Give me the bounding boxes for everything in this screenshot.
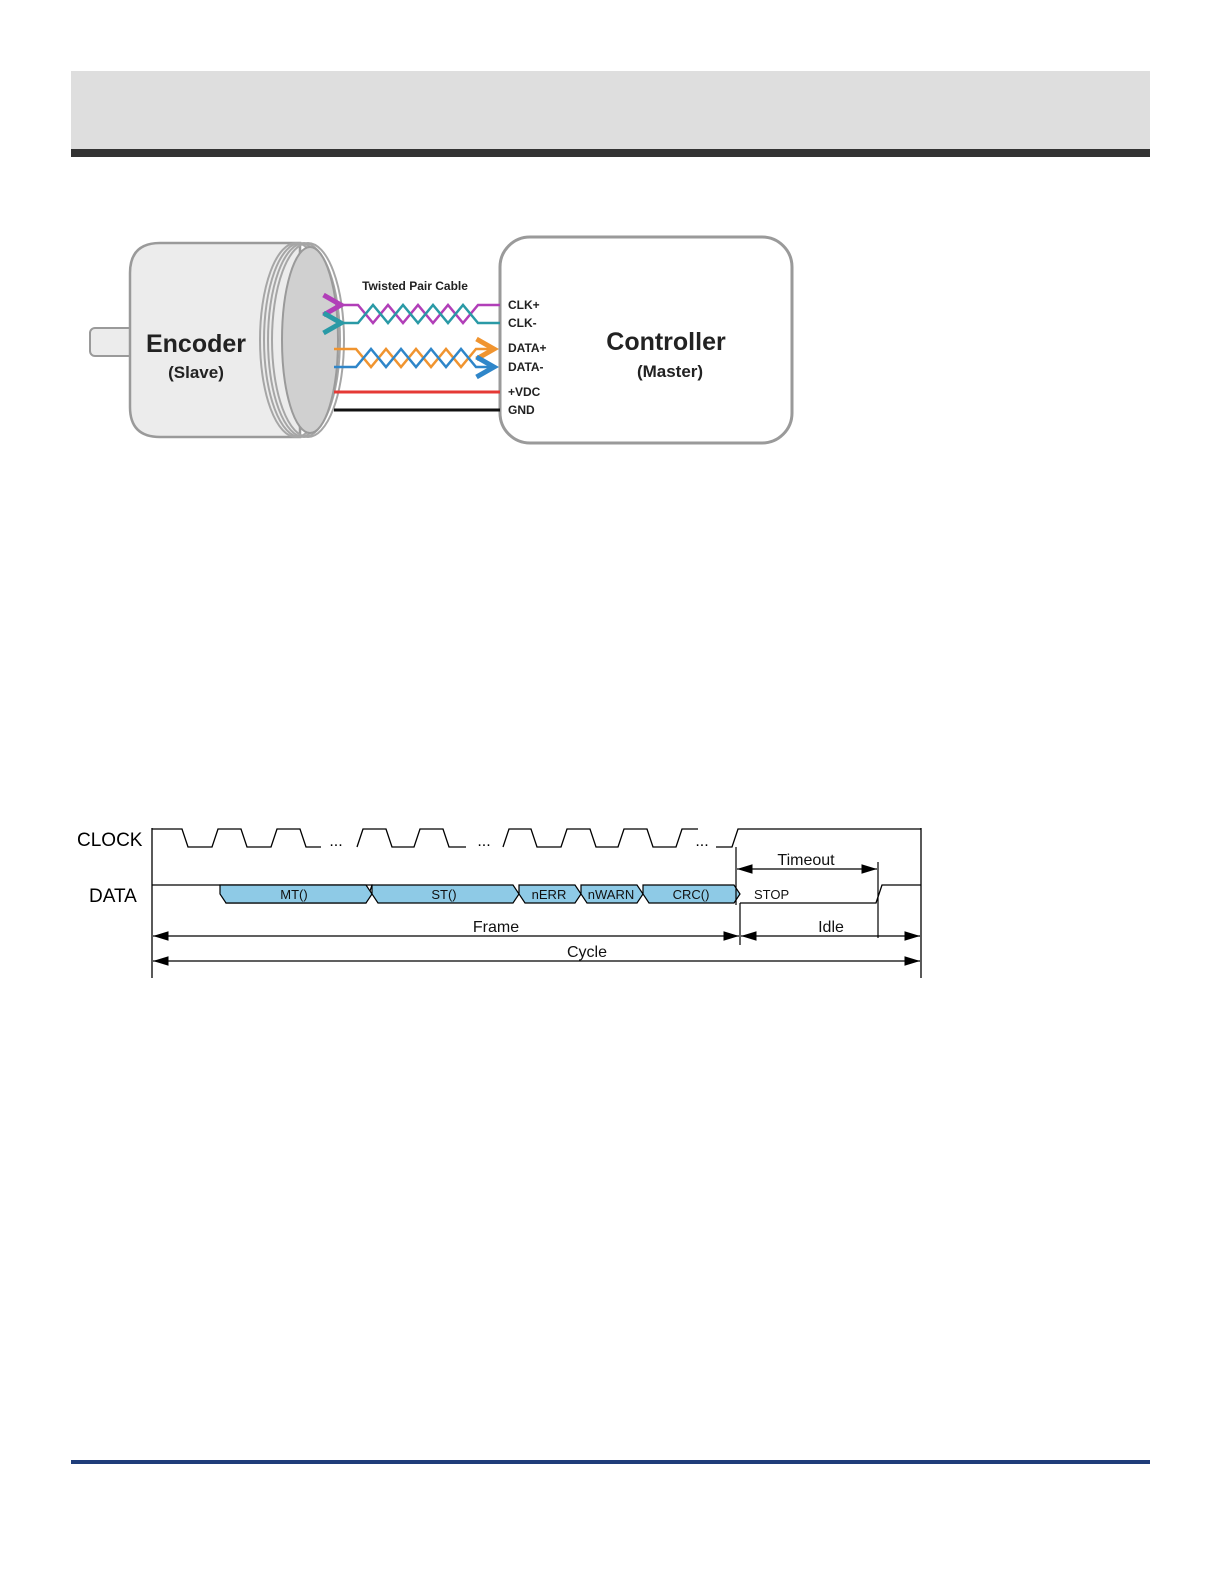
pin-label: +VDC	[508, 385, 541, 399]
encoder-title: Encoder	[146, 330, 246, 358]
field-label: ST()	[431, 887, 456, 902]
clock-ellipsis: ...	[695, 833, 708, 850]
field-label: MT()	[280, 887, 307, 902]
frame-label: Frame	[473, 919, 519, 936]
pin-label: DATA+	[508, 341, 547, 355]
field-label: nERR	[532, 887, 567, 902]
stop-label: STOP	[754, 887, 789, 902]
pin-label: GND	[508, 403, 535, 417]
clock-ellipsis: ...	[477, 833, 490, 850]
timing-diagram: ... ... ... MT() ST() nERR nWARN CRC() S…	[152, 828, 921, 978]
footer-rule	[71, 1460, 1150, 1464]
clock-waveform	[152, 829, 921, 847]
data-signal-label: DATA	[89, 886, 137, 908]
cable-label: Twisted Pair Cable	[362, 279, 468, 293]
pin-label: CLK-	[508, 316, 537, 330]
encoder-face	[282, 247, 338, 433]
controller-role: (Master)	[637, 362, 703, 381]
idle-label: Idle	[818, 919, 844, 936]
connection-diagram: Encoder (Slave) Controller (Master) Twis…	[90, 237, 792, 443]
pin-label: DATA-	[508, 360, 544, 374]
encoder-role: (Slave)	[168, 363, 224, 382]
clock-signal-label: CLOCK	[77, 830, 142, 852]
controller-title: Controller	[606, 328, 726, 356]
field-label: nWARN	[588, 887, 634, 902]
cycle-label: Cycle	[567, 944, 607, 961]
field-label: CRC()	[673, 887, 710, 902]
timeout-label: Timeout	[777, 852, 835, 869]
pin-label: CLK+	[508, 298, 540, 312]
clock-ellipsis: ...	[329, 833, 342, 850]
